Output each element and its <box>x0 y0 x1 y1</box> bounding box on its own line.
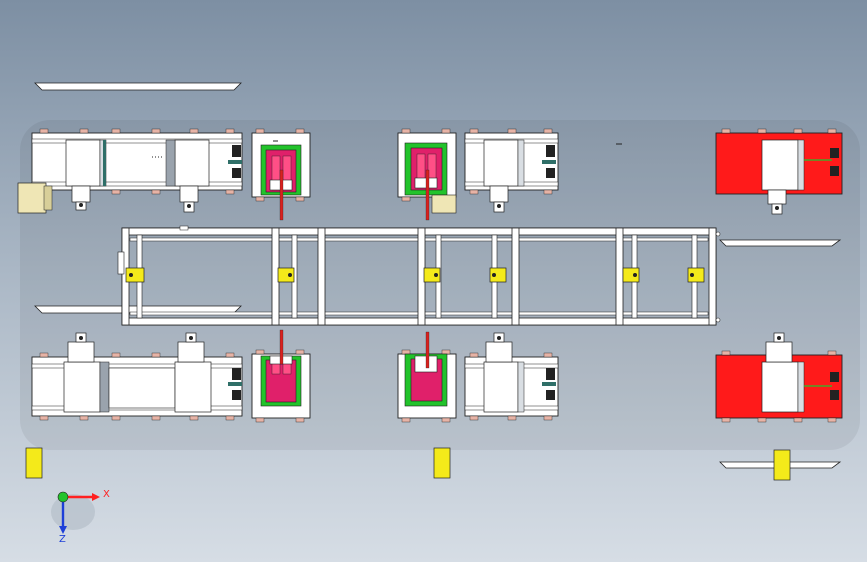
yellow-block[interactable] <box>773 449 791 481</box>
bolt-row <box>721 128 837 134</box>
yellow-block[interactable] <box>433 447 451 479</box>
bolt-row <box>721 350 837 423</box>
triad-z-arrow <box>59 526 67 534</box>
motor-box[interactable] <box>431 194 457 214</box>
bracket-icon[interactable] <box>542 145 556 178</box>
motor-box[interactable] <box>17 182 47 214</box>
bracket-icon[interactable] <box>228 145 242 178</box>
frame-post <box>317 227 326 326</box>
triad-shadow <box>51 494 95 530</box>
clamp-icon[interactable] <box>622 267 640 283</box>
cylinder-icon[interactable] <box>67 332 95 363</box>
carriage-slot <box>797 139 805 191</box>
fixture-bottom-2[interactable] <box>397 331 457 423</box>
triad-icon: X Z <box>51 489 110 545</box>
carriage <box>483 139 519 187</box>
frame-post <box>708 227 717 326</box>
bracket-icon[interactable] <box>228 368 242 400</box>
carriage-slot <box>797 361 805 413</box>
yellow-block[interactable] <box>25 447 43 479</box>
bolt-row <box>469 128 553 195</box>
bolt-row <box>255 349 305 423</box>
carriage <box>63 361 101 413</box>
carriage <box>483 361 519 413</box>
cylinder-icon[interactable] <box>177 332 205 363</box>
station-top-right[interactable] <box>715 128 843 215</box>
frame-post <box>511 227 520 326</box>
fixture-bottom-1[interactable] <box>251 329 311 423</box>
clamp-icon[interactable] <box>687 267 705 283</box>
carriage-slot <box>165 139 176 187</box>
triad-x-arrow <box>92 493 100 501</box>
teal-strip <box>103 140 106 186</box>
station-bottom-center[interactable] <box>464 332 559 421</box>
cylinder-icon[interactable] <box>767 189 787 215</box>
fixture-top-2[interactable] <box>397 128 457 221</box>
end-knob <box>715 317 721 323</box>
station-top-left[interactable] <box>17 128 243 214</box>
clamp-icon[interactable] <box>125 267 145 283</box>
bracket-icon[interactable] <box>830 148 839 176</box>
bracket-icon[interactable] <box>542 368 556 400</box>
clamp-icon[interactable] <box>277 267 295 283</box>
station-rail <box>31 181 243 187</box>
bracket-icon[interactable] <box>830 372 839 400</box>
cylinder-icon[interactable] <box>179 185 199 213</box>
red-rod <box>425 169 430 221</box>
carriage <box>174 361 212 413</box>
carriage <box>174 139 210 187</box>
plate-top-left[interactable] <box>34 82 242 91</box>
bolt-row <box>39 352 235 421</box>
triad-z-label: Z <box>59 534 66 545</box>
red-rod <box>425 331 430 369</box>
conveyor-frame[interactable] <box>117 225 721 326</box>
carriage <box>761 361 799 413</box>
station-top-center[interactable] <box>464 128 559 213</box>
clamp-icon[interactable] <box>423 267 441 283</box>
carriage <box>761 139 799 191</box>
motor-box-side <box>43 185 53 211</box>
end-tab <box>179 225 189 231</box>
end-knob <box>715 231 721 237</box>
carriage-slot <box>517 361 525 413</box>
plate-mid-right[interactable] <box>719 239 842 247</box>
carriage <box>65 139 101 187</box>
red-rod <box>279 169 284 221</box>
red-rod <box>279 329 284 365</box>
magenta-block <box>265 359 297 403</box>
station-bottom-left[interactable] <box>31 332 243 421</box>
carriage-long <box>108 367 176 409</box>
frame-post <box>615 227 624 326</box>
bolt-row <box>401 128 451 202</box>
clamp-icon[interactable] <box>489 267 507 283</box>
cylinder-icon[interactable] <box>489 185 509 213</box>
cylinder-icon[interactable] <box>765 332 793 363</box>
bolt-row <box>469 352 553 421</box>
triad-x-label: X <box>103 489 110 500</box>
station-rail <box>31 138 243 144</box>
carriage-slot <box>517 139 525 187</box>
cylinder-icon[interactable] <box>71 185 91 211</box>
carriage-slot <box>99 361 110 413</box>
bolt-row <box>255 128 305 202</box>
station-bottom-right[interactable] <box>715 332 843 423</box>
cylinder-icon[interactable] <box>485 332 513 363</box>
fixture-top-1[interactable] <box>251 128 311 221</box>
triad-y-origin <box>57 491 69 503</box>
left-bracket <box>117 251 125 275</box>
